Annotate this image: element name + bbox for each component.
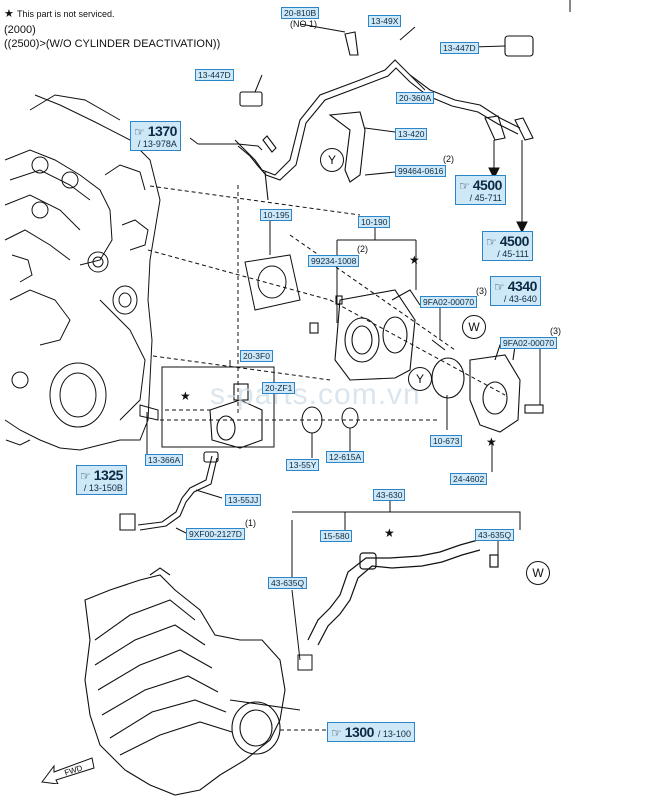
part-label-99464-0616[interactable]: 99464-0616 [395,165,447,177]
ref-1325[interactable]: ☞1325 / 13-150B [76,465,127,495]
ref-1300-sub: / 13-100 [377,729,411,739]
solenoid-valve-20-ZF1 [209,383,263,449]
part-label-10-190[interactable]: 10-190 [358,216,391,228]
leader-13-55JJ [195,489,223,499]
callout-y-mid: Y [408,367,432,391]
water-outlet-24-4602 [431,344,544,433]
pipe-13-55JJ [119,451,219,531]
purge-pipe-assembly [234,31,534,201]
header-note: ★ This part is not serviced. [4,8,114,21]
pointing-hand-icon: ☞ [494,280,505,294]
not-serviced-star-43-630: ★ [384,526,395,540]
ref-1325-number: 1325 [93,467,124,483]
ref-4500-a[interactable]: ☞4500 / 45-711 [455,175,506,205]
part-label-12-615A[interactable]: 12-615A [326,451,365,463]
ref-1370-sub: / 13-978A [137,139,177,149]
forward-arrow-icon: FWD [41,757,95,784]
part-label-20-360A[interactable]: 20-360A [396,92,435,104]
part-label-9XF00-2127D[interactable]: 9XF00-2127D [186,528,245,540]
ref-1325-sub: / 13-150B [83,483,123,493]
callout-w-mid: W [462,315,486,339]
part-qty-20-810B: (NO 1) [290,19,317,29]
part-label-10-195[interactable]: 10-195 [260,209,293,221]
part-label-13-447D-left[interactable]: 13-447D [195,69,234,81]
ref-4340[interactable]: ☞4340 / 43-640 [490,276,541,306]
part-label-13-55Y[interactable]: 13-55Y [286,459,320,471]
pointing-hand-icon: ☞ [486,235,497,249]
callout-y-top: Y [320,148,344,172]
throttle-body-10-190 [309,289,446,381]
part-label-20-ZF1[interactable]: 20-ZF1 [262,382,296,394]
model-year: (2000) [4,24,36,36]
part-label-99234-1008[interactable]: 99234-1008 [308,255,360,267]
ref-4500-a-number: 4500 [472,177,503,193]
part-label-13-420[interactable]: 13-420 [395,128,428,140]
part-qty-9FA02-a: (3) [476,286,487,296]
part-qty-9XF00: (1) [245,518,256,528]
gasket-10-195 [244,254,301,311]
part-label-15-580[interactable]: 15-580 [320,530,353,542]
not-serviced-text: This part is not serviced. [16,9,115,19]
pointing-hand-icon: ☞ [134,125,145,139]
ref-4340-number: 4340 [507,278,538,294]
part-label-13-55JJ[interactable]: 13-55JJ [225,494,262,506]
not-serviced-star-24-4602: ★ [486,435,497,449]
not-serviced-star-icon: ★ [4,8,14,20]
part-label-9FA02-00070-b[interactable]: 9FA02-00070 [500,337,558,349]
ref-4500-a-sub: / 45-711 [469,193,502,203]
callout-w-bottom: W [526,561,550,585]
part-label-43-635Q-right[interactable]: 43-635Q [475,529,515,541]
part-qty-99464: (2) [443,154,454,164]
hose-43-630 [307,539,499,646]
ref-1370[interactable]: ☞1370 / 13-978A [130,121,181,151]
bracket-43-630 [292,511,521,530]
part-label-20-810B[interactable]: 20-810B [281,7,320,19]
part-label-9FA02-00070-a[interactable]: 9FA02-00070 [420,296,478,308]
ref-1300-number: 1300 [344,724,375,740]
pointing-hand-icon: ☞ [80,469,91,483]
engine-condition: ((2500)>(W/O CYLINDER DEACTIVATION)) [4,38,221,50]
part-label-20-3F0[interactable]: 20-3F0 [240,350,273,362]
pointing-hand-icon: ☞ [331,726,342,740]
pointing-hand-icon: ☞ [459,179,470,193]
ref-4340-sub: / 43-640 [503,294,537,304]
part-label-43-635Q-left[interactable]: 43-635Q [268,577,308,589]
fwd-label: FWD [63,763,83,777]
part-qty-9FA02-b: (3) [550,326,561,336]
leader-9XF00 [175,527,187,534]
ref-1370-number: 1370 [147,123,178,139]
part-qty-99234: (2) [357,244,368,254]
arrowhead-4500a [488,167,500,180]
part-label-13-366A[interactable]: 13-366A [145,454,184,466]
intake-manifold-illustration [84,567,301,796]
sub-assembly-frame-20-3F0 [161,366,275,448]
leader-lines-dashed [147,185,506,421]
arrowhead-4500b [516,221,528,234]
part-label-13-49X[interactable]: 13-49X [368,15,402,27]
part-label-13-447D-right[interactable]: 13-447D [440,42,479,54]
ref-4500-b-number: 4500 [499,233,530,249]
not-serviced-star-10-190: ★ [409,253,420,267]
watermark: s-parts.com.vn [210,378,421,411]
ref-4500-b-sub: / 45-111 [497,249,529,259]
ref-4500-b[interactable]: ☞4500 / 45-111 [482,231,533,261]
ref-1300[interactable]: ☞1300/ 13-100 [327,722,415,742]
part-label-43-630[interactable]: 43-630 [373,489,406,501]
part-label-24-4602[interactable]: 24-4602 [450,473,488,485]
bolt-13-366A [139,404,159,421]
not-serviced-star-20-3F0: ★ [180,389,191,403]
part-label-10-673[interactable]: 10-673 [430,435,463,447]
